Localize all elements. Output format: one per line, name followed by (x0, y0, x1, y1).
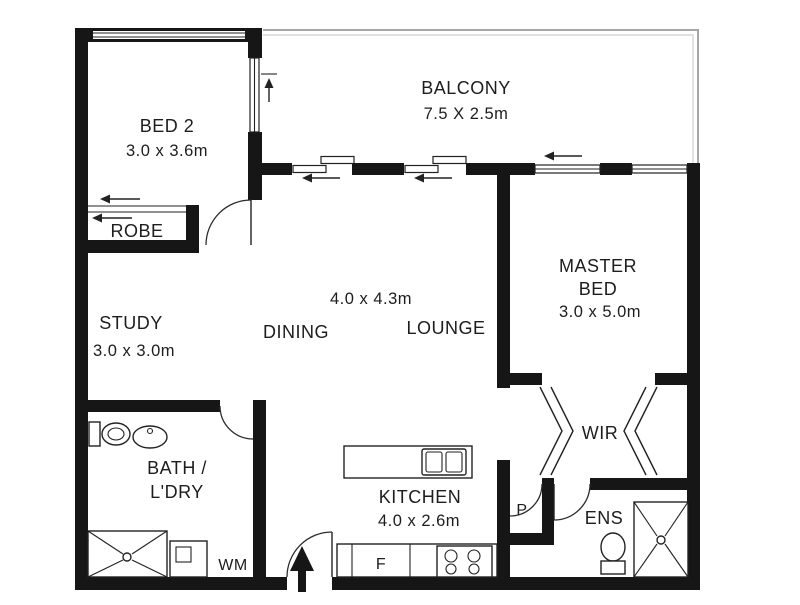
bed2-label: BED 2 (140, 116, 195, 136)
bath-label-line1: BATH / (147, 458, 207, 478)
kitchen-sink-icon (421, 448, 467, 476)
master-bed-dims: 3.0 x 5.0m (559, 303, 641, 321)
washing-machine-label: WM (218, 557, 247, 574)
slide-arrow-icon (302, 173, 312, 183)
windows (93, 31, 688, 174)
balcony-label: BALCONY (421, 78, 511, 98)
bath-toilet-icon (88, 421, 131, 447)
ensuite-label: ENS (585, 508, 624, 528)
slide-arrow-icon (92, 213, 102, 223)
bath-shower-icon (87, 530, 168, 578)
interior-walls (75, 163, 700, 590)
study-label: STUDY (99, 313, 163, 333)
balcony-dims: 7.5 X 2.5m (424, 105, 509, 123)
master-bed-label-line1: MASTER (559, 256, 637, 276)
slide-arrow-icon (100, 194, 110, 204)
lounge-label: LOUNGE (406, 318, 485, 338)
bed2-dims: 3.0 x 3.6m (126, 142, 208, 160)
wir-label: WIR (582, 423, 619, 443)
washing-machine-icon (169, 540, 208, 578)
wardrobe-bifold-doors (539, 386, 658, 476)
room-labels: BED 2 3.0 x 3.6m BALCONY 7.5 X 2.5m ROBE… (93, 78, 641, 574)
balcony-railing (263, 29, 699, 166)
slide-arrow-icon (414, 173, 424, 183)
fridge-label: F (376, 556, 386, 573)
sliding-doors (261, 73, 582, 183)
robe-sliding-door (88, 194, 186, 223)
bath-label-line2: L'DRY (150, 482, 204, 502)
slide-arrow-icon (264, 78, 274, 88)
living-dims: 4.0 x 4.3m (330, 290, 412, 308)
entry-arrow-icon (290, 546, 314, 592)
ens-shower-icon (633, 501, 689, 578)
kitchen-dims: 4.0 x 2.6m (378, 512, 460, 530)
slide-arrow-icon (544, 151, 554, 161)
dining-label: DINING (263, 322, 329, 342)
door-swings (205, 199, 591, 578)
robe-label: ROBE (110, 221, 163, 241)
kitchen-label: KITCHEN (379, 487, 462, 507)
pantry-label: P (516, 502, 527, 519)
master-bed-label-line2: BED (579, 279, 618, 299)
stove-icon (436, 545, 493, 578)
study-dims: 3.0 x 3.0m (93, 342, 175, 360)
ens-toilet-icon (600, 532, 626, 575)
basin-icon (132, 425, 168, 449)
